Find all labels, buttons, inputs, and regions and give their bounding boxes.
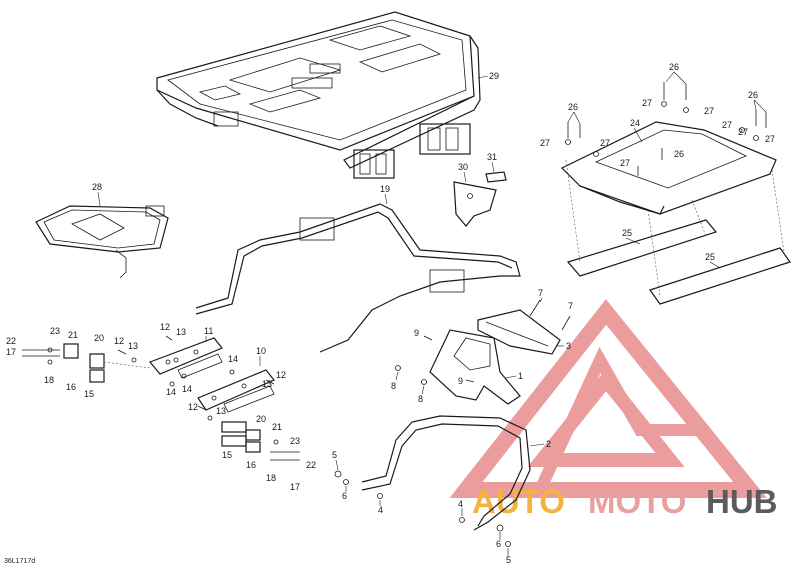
alignment-lines xyxy=(565,159,785,297)
callout-5b: 5 xyxy=(506,555,511,565)
callout-27c: 27 xyxy=(540,138,550,148)
callout-2: 2 xyxy=(546,439,551,449)
callout-16a: 16 xyxy=(66,382,76,392)
callout-21a: 21 xyxy=(68,330,78,340)
bolts-26-27 xyxy=(565,71,767,176)
callout-21b: 21 xyxy=(272,422,282,432)
callout-27b: 27 xyxy=(704,106,714,116)
plate-25b xyxy=(649,247,791,305)
callout-18b: 18 xyxy=(266,473,276,483)
callout-22a: 22 xyxy=(6,336,16,346)
callout-14a: 14 xyxy=(166,387,176,397)
callout-18a: 18 xyxy=(44,375,54,385)
callout-27e: 27 xyxy=(722,120,732,130)
tube-frame-2 xyxy=(361,415,545,531)
callout-19: 19 xyxy=(380,184,390,194)
cargo-rack-29 xyxy=(156,11,489,179)
callout-13d: 13 xyxy=(216,406,226,416)
callout-14c: 14 xyxy=(228,354,238,364)
callout-1: 1 xyxy=(518,371,523,381)
callout-26c: 26 xyxy=(748,90,758,100)
callout-25a: 25 xyxy=(622,228,632,238)
plate-25a xyxy=(566,219,718,277)
rack-clamp xyxy=(419,123,471,155)
callout-28: 28 xyxy=(92,182,102,192)
callout-16b: 16 xyxy=(246,460,256,470)
callout-26d: 26 xyxy=(674,149,684,159)
fasteners-12-13-14 xyxy=(117,335,275,421)
callout-17a: 17 xyxy=(6,347,16,357)
bracket-3 xyxy=(477,309,564,355)
callout-26b: 26 xyxy=(568,102,578,112)
watermark-moto: MOTO xyxy=(588,483,686,520)
callout-12d: 12 xyxy=(188,402,198,412)
rack-clamp xyxy=(353,149,395,179)
reference-code: 36L1717d xyxy=(4,558,35,565)
bracket-11 xyxy=(148,336,223,379)
callout-23b: 23 xyxy=(290,436,300,446)
callout-9a: 9 xyxy=(414,328,419,338)
watermark-logo xyxy=(449,299,767,498)
callout-9b: 9 xyxy=(458,376,463,386)
callout-7a: 7 xyxy=(538,288,543,298)
callout-13c: 13 xyxy=(262,379,272,389)
callout-24: 24 xyxy=(630,118,640,128)
callout-3: 3 xyxy=(566,341,571,351)
callout-17b: 17 xyxy=(290,482,300,492)
callout-6a: 6 xyxy=(342,491,347,501)
clamp-group-left xyxy=(22,343,151,383)
callout-4a: 4 xyxy=(378,505,383,515)
callout-8a: 8 xyxy=(391,381,396,391)
callout-27a: 27 xyxy=(642,98,652,108)
callout-22b: 22 xyxy=(306,460,316,470)
watermark-hub: HUB xyxy=(706,483,778,520)
callout-27g: 27 xyxy=(765,134,775,144)
callout-5a: 5 xyxy=(332,450,337,460)
callout-4b: 4 xyxy=(458,499,463,509)
callout-10: 10 xyxy=(256,346,266,356)
bolts-7 xyxy=(529,297,571,331)
callout-13b: 13 xyxy=(176,327,186,337)
tube-frame-19 xyxy=(195,193,521,353)
callout-15b: 15 xyxy=(222,450,232,460)
bracket-30 xyxy=(453,171,497,227)
callout-12c: 12 xyxy=(276,370,286,380)
callout-8b: 8 xyxy=(418,394,423,404)
callout-11: 11 xyxy=(204,326,213,336)
callout-7b: 7 xyxy=(568,301,573,311)
callout-13a: 13 xyxy=(128,341,138,351)
callout-14b: 14 xyxy=(182,384,192,394)
callout-23a: 23 xyxy=(50,326,60,336)
callout-27f: 27 xyxy=(738,127,748,137)
callout-12a: 12 xyxy=(114,336,124,346)
callout-6b: 6 xyxy=(496,539,501,549)
clamp-group-right xyxy=(221,421,300,461)
callout-20b: 20 xyxy=(256,414,266,424)
callout-29: 29 xyxy=(489,71,499,81)
fasteners-8-9 xyxy=(395,335,475,395)
bracket-10 xyxy=(197,356,275,413)
callout-31: 31 xyxy=(487,152,497,162)
callout-25b: 25 xyxy=(705,252,715,262)
watermark-text: AUTO MOTO HUB xyxy=(472,483,778,520)
fasteners-4-5-6 xyxy=(334,459,511,556)
bracket-1 xyxy=(429,329,521,405)
callout-15a: 15 xyxy=(84,389,94,399)
plate-31 xyxy=(485,161,507,183)
frame-24 xyxy=(560,121,777,215)
callout-27h: 27 xyxy=(620,158,630,168)
callout-12b: 12 xyxy=(160,322,170,332)
small-rack-28 xyxy=(35,191,169,279)
callout-20a: 20 xyxy=(94,333,104,343)
callout-30: 30 xyxy=(458,162,468,172)
callout-26a: 26 xyxy=(669,62,679,72)
callout-27d: 27 xyxy=(600,138,610,148)
